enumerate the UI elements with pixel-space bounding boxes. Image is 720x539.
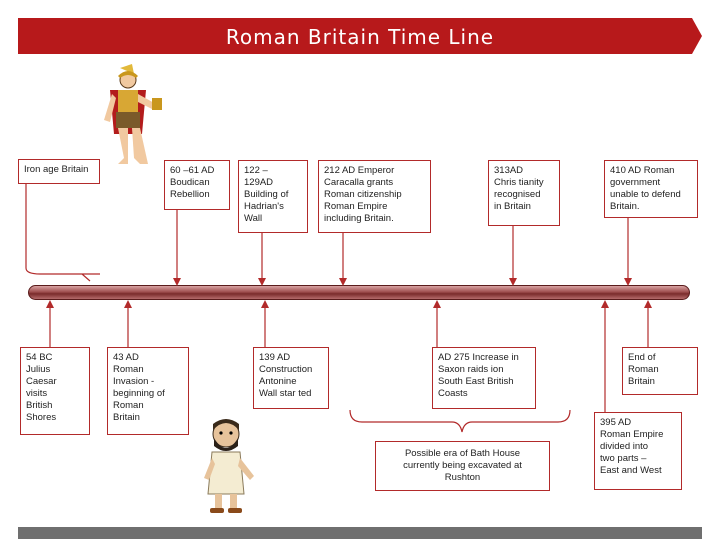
timeline-rod	[28, 285, 690, 300]
event-antonine-wall: 139 AD Construction Antonine Wall star t…	[253, 347, 329, 409]
bath-house-note: Possible era of Bath House currently bei…	[375, 441, 550, 491]
event-saxon-raids: AD 275 Increase in Saxon raids ion South…	[432, 347, 536, 409]
event-julius-caesar: 54 BC Julius Caesar visits British Shore…	[20, 347, 90, 435]
event-roman-empire-divided: 395 AD Roman Empire divided into two par…	[594, 412, 682, 490]
event-hadrians-wall: 122 – 129AD Building of Hadrian's Wall	[238, 160, 308, 233]
event-iron-age-britain: Iron age Britain	[18, 159, 100, 184]
event-roman-invasion: 43 AD Roman Invasion - beginning of Roma…	[107, 347, 189, 435]
event-end-of-roman-britain: End of Roman Britain	[622, 347, 698, 395]
event-boudican-rebellion: 60 –61 AD Boudican Rebellion	[164, 160, 230, 210]
event-roman-government-410: 410 AD Roman government unable to defend…	[604, 160, 698, 218]
event-christianity-recognised: 313AD Chris tianity recognised in Britai…	[488, 160, 560, 226]
footer-bar	[18, 527, 702, 539]
roman-soldier-icon	[104, 64, 162, 164]
page-title: Roman Britain Time Line	[18, 18, 702, 54]
event-caracalla-citizenship: 212 AD Emperor Caracalla grants Roman ci…	[318, 160, 431, 233]
briton-man-icon	[204, 419, 254, 513]
